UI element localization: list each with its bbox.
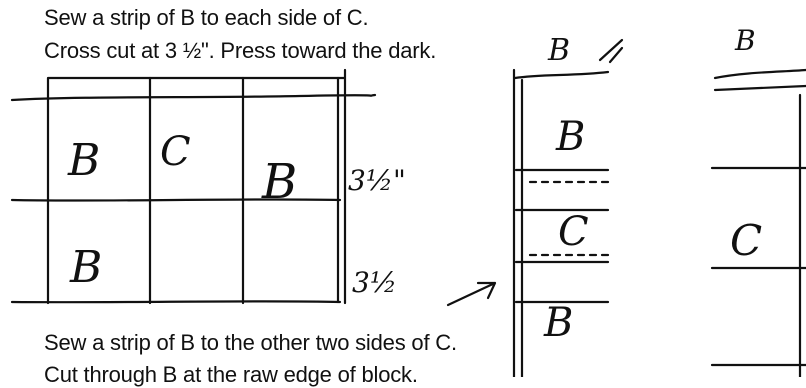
left-sketch-frame [46,68,347,305]
left-sketch-mid-row [10,198,342,202]
instruction-line-3: Sew a strip of B to the other two sides … [44,330,457,355]
instruction-line-2: Cross cut at 3 ½". Press toward the dark… [44,38,437,63]
right-strip-sketch: B C [710,24,806,377]
left-cell-label-2: C [160,129,191,175]
right-top-label: B [734,24,756,57]
middle-sketch-seam-lines [528,180,610,257]
pencil-mark-icon [598,38,624,64]
middle-sketch-divider-2 [514,260,610,304]
left-sketch-bottom-row [10,300,342,304]
left-cell-label-1: B [67,135,100,186]
instruction-line-1: Sew a strip of B to each side of C. [44,5,369,30]
right-sketch-top-edge [713,68,806,80]
right-cell-label-1: C [730,216,762,265]
right-sketch-top-line [713,84,806,92]
middle-sketch-left-edge [512,68,524,377]
arrow-icon [446,281,497,307]
middle-cell-label-2: C [558,209,589,255]
right-sketch-rows [710,166,806,367]
left-sketch-columns [148,76,245,305]
hand-drawn-sketches: B C B B 3½" 3½ B B C B B C [10,24,806,377]
left-cell-label-4: B [69,242,102,293]
measurement-top: 3½" [348,164,406,197]
left-cell-label-3: B [261,154,297,210]
middle-cell-label-1: B [555,114,585,160]
middle-sketch-top-edge [513,70,610,80]
middle-top-label: B [547,33,570,68]
measurement-bottom: 3½ [352,266,397,299]
middle-cell-label-3: B [543,300,573,346]
middle-sketch-divider-1 [514,168,610,212]
middle-strip-sketch: B B C B [512,33,624,377]
left-sketch-top-edge [10,93,377,102]
left-strip-sketch: B C B B 3½" 3½ [10,68,497,307]
